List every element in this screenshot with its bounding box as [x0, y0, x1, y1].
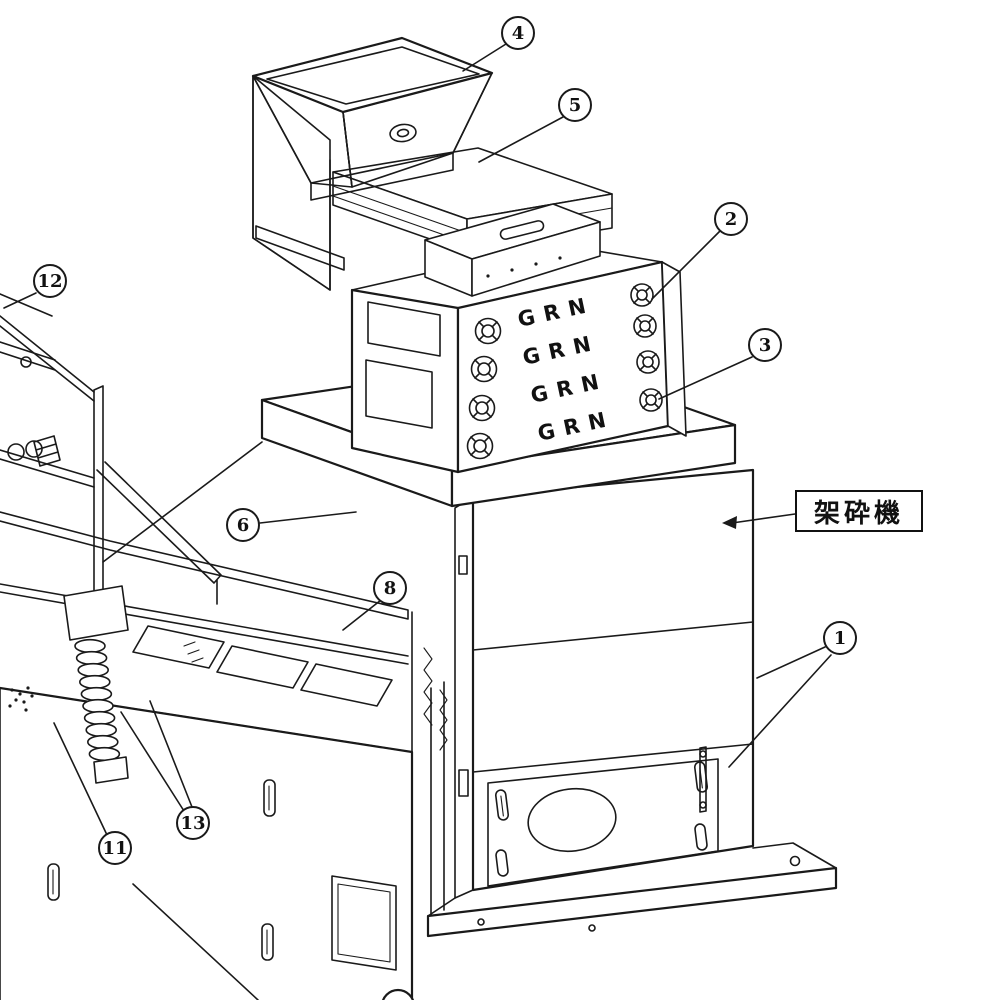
hopper-hole	[389, 123, 417, 143]
callout-partial	[381, 988, 415, 1000]
hopper	[251, 36, 494, 291]
crusher-cabinet	[454, 468, 755, 899]
panel-clip-icon	[694, 823, 708, 851]
left-front-cabinet	[0, 686, 414, 1000]
callout-3: 3	[748, 328, 782, 362]
gap-frame	[423, 647, 448, 915]
handle-icon	[47, 863, 60, 901]
feeder-unit	[332, 147, 613, 297]
panel-clip-icon	[495, 849, 509, 877]
vent-grille	[527, 787, 617, 853]
callout-4: 4	[501, 16, 535, 50]
panel-opening	[365, 359, 433, 429]
label-arrowhead-icon	[722, 516, 737, 529]
base-plate	[426, 842, 838, 938]
conveyor-deck	[0, 441, 413, 753]
left-machine-frame	[0, 293, 222, 613]
panel-clip-icon	[494, 789, 510, 821]
handle-icon	[261, 923, 274, 961]
callout-2: 2	[714, 202, 748, 236]
leader-lines	[3, 43, 832, 836]
flex-hose	[63, 585, 129, 784]
callout-5: 5	[558, 88, 592, 122]
label-arrow	[731, 513, 796, 524]
handle-icon	[263, 779, 276, 817]
toolbox-handle-icon	[499, 220, 545, 240]
callout-6: 6	[226, 508, 260, 542]
callout-8: 8	[373, 571, 407, 605]
machine-name-label: 架砕機	[795, 490, 923, 532]
callout-13: 13	[176, 806, 210, 840]
callout-1: 1	[823, 621, 857, 655]
panel-opening	[367, 301, 441, 357]
callout-11: 11	[98, 831, 132, 865]
callout-12: 12	[33, 264, 67, 298]
